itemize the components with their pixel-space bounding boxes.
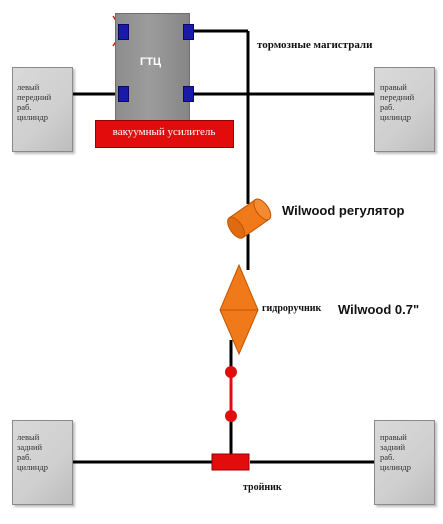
front-left-cylinder-label: левый передний раб. цилиндр [17, 82, 52, 122]
front-right-cylinder [374, 67, 435, 152]
wilwood-regulator-label: Wilwood регулятор [282, 203, 405, 218]
hose-fitting-bottom [225, 410, 237, 422]
wilwood-regulator-shape [227, 198, 272, 239]
rear-left-cylinder [12, 420, 73, 505]
handbrake-brand-label: Wilwood 0.7" [338, 302, 420, 317]
tee-fitting [211, 453, 250, 471]
port-top-right [183, 24, 194, 40]
port-bottom-left [118, 86, 129, 102]
rear-left-cylinder-label: левый задний раб. цилиндр [17, 432, 49, 472]
master-cylinder-label: ГТЦ [140, 56, 161, 68]
vacuum-booster-label: вакуумный усилитель [112, 126, 216, 138]
rear-right-cylinder-label: правый задний раб. цилиндр [380, 432, 412, 472]
handbrake-label: гидроручник [262, 303, 322, 314]
hose-fitting-top [225, 366, 237, 378]
front-left-cylinder [12, 67, 73, 152]
tee-label: тройник [243, 482, 282, 493]
port-top-left [118, 24, 129, 40]
front-right-cylinder-label: правый передний раб. цилиндр [380, 82, 415, 122]
brake-lines-label: тормозные магистрали [257, 39, 373, 51]
rear-right-cylinder [374, 420, 435, 505]
vacuum-booster [95, 120, 234, 148]
port-bottom-right [183, 86, 194, 102]
